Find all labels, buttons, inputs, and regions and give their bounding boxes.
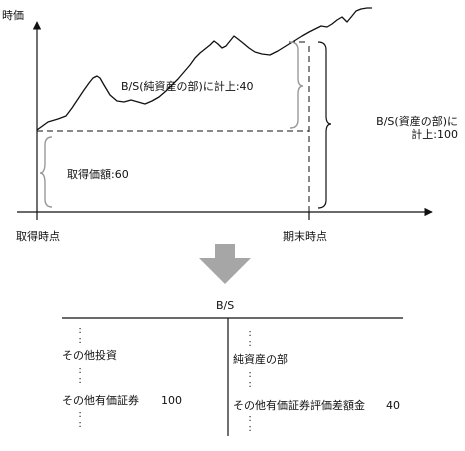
- brace-net-assets-label: B/S(純資産の部)に計上:40: [121, 80, 254, 93]
- brace-assets-label-line1: B/S(資産の部)に: [376, 115, 458, 128]
- bs-right-ellipsis-3: :: [248, 369, 252, 380]
- bs-left-ellipsis-4: :: [78, 375, 82, 386]
- bs-right-ellipsis-5: :: [248, 413, 252, 424]
- brace-assets: [317, 41, 332, 209]
- bs-right-item-value: 40: [386, 399, 400, 412]
- market-price-line: [36, 7, 372, 131]
- bs-left-item-label: その他有価証券: [62, 394, 139, 407]
- bs-left-ellipsis-1: :: [78, 325, 82, 336]
- bs-left-ellipsis-6: :: [78, 419, 82, 430]
- x-start-label: 取得時点: [16, 230, 60, 243]
- brace-assets-label-line2: 計上:100: [411, 128, 458, 141]
- down-arrow: [199, 244, 251, 284]
- bs-left-item-value: 100: [161, 394, 182, 407]
- bs-left-ellipsis-2: :: [78, 335, 82, 346]
- bs-right-section: 純資産の部: [233, 353, 288, 366]
- bs-left-ellipsis-5: :: [78, 409, 82, 420]
- bs-right-item-label: その他有価証券評価差額金: [233, 399, 365, 412]
- bs-right-ellipsis-4: :: [248, 379, 252, 390]
- brace-cost: [39, 136, 53, 208]
- x-end-label: 期末時点: [283, 230, 327, 243]
- bs-left-section: その他投資: [62, 349, 117, 362]
- bs-right-ellipsis-1: :: [248, 328, 252, 339]
- bs-right-ellipsis-2: :: [248, 338, 252, 349]
- bs-left-ellipsis-3: :: [78, 365, 82, 376]
- bs-right-ellipsis-6: :: [248, 423, 252, 434]
- bs-title: B/S: [216, 299, 235, 312]
- y-axis-label: 時価: [2, 9, 24, 22]
- brace-net-assets: [289, 41, 304, 129]
- brace-cost-label: 取得価額:60: [67, 168, 129, 181]
